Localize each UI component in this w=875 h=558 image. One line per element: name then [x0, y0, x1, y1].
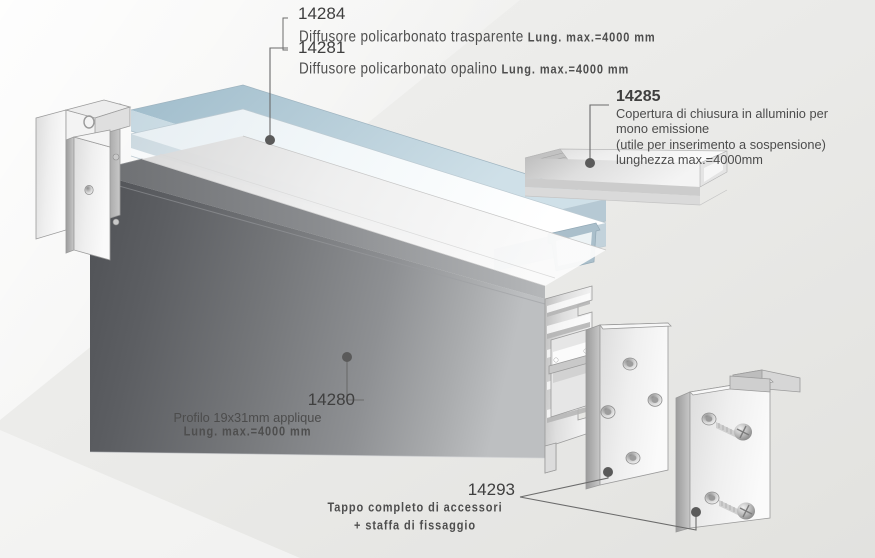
desc-14284: Diffusore policarbonato trasparente Lung…	[299, 28, 656, 45]
screw-lower	[719, 500, 755, 520]
screw-upper	[716, 422, 752, 441]
profile-upper-rail	[141, 135, 607, 287]
desc-14280-line1: Profilo 19x31mm applique	[173, 410, 322, 425]
code-14285: 14285	[616, 88, 661, 105]
desc-14285-line3: (utile per inserimento a sospensione)	[616, 136, 826, 152]
leader-dot-profile	[342, 352, 352, 362]
part-14293-tappo-endcap-plate	[585, 322, 672, 490]
label-14293: 14293 Tappo completo di accessori + staf…	[315, 480, 515, 533]
desc-14281: Diffusore policarbonato opalino Lung. ma…	[299, 60, 629, 77]
label-14285: 14285 Copertura di chiusura in alluminio…	[616, 88, 828, 167]
desc-14280-line2: Lung. max.=4000 mm	[183, 425, 312, 440]
leader-dot-diffuser	[265, 135, 275, 145]
code-14293: 14293	[467, 480, 515, 499]
desc-14284-text: Diffusore policarbonato trasparente	[299, 27, 528, 45]
desc-14285-line4: lunghezza max.=4000mm	[616, 152, 763, 168]
background-highlight-lower	[0, 430, 300, 558]
desc-14281-length: Lung. max.=4000 mm	[501, 63, 630, 77]
leader-dot-bracket	[691, 507, 701, 517]
desc-14284-length: Lung. max.=4000 mm	[527, 31, 656, 45]
desc-14281-text: Diffusore policarbonato opalino	[299, 59, 502, 77]
code-14281: 14281	[298, 38, 346, 57]
leader-dot-endcap	[603, 467, 613, 477]
desc-14285-line1: Copertura di chiusura in alluminio per	[616, 106, 828, 121]
leader-dot-cover	[585, 158, 595, 168]
desc-14285-line2: mono emissione	[616, 121, 710, 137]
profile-cross-section	[544, 285, 593, 474]
left-end-plate	[65, 115, 120, 261]
label-14284: 14284	[298, 4, 345, 24]
part-14293-staffa-fissaggio	[675, 369, 801, 533]
code-14284: 14284	[298, 4, 346, 23]
label-14281: 14281	[298, 38, 345, 58]
leader-lines	[265, 17, 701, 531]
part-14285-copertura-alluminio	[524, 148, 728, 206]
desc-14293-line1: Tappo completo di accessori	[327, 501, 503, 515]
code-14280: 14280	[307, 390, 355, 409]
label-14280: 14280 Profilo 19x31mm applique Lung. max…	[140, 390, 355, 439]
desc-14293-line2: + staffa di fissaggio	[354, 519, 476, 533]
